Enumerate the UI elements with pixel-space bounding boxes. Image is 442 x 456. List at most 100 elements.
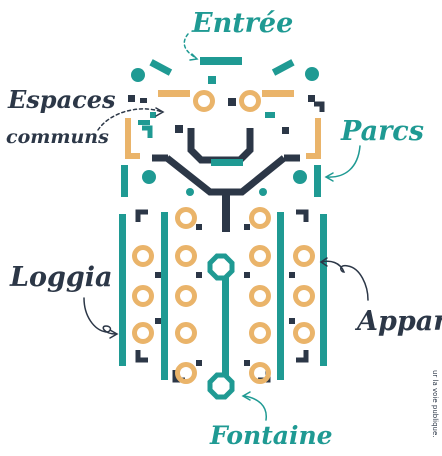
apartment-ring — [293, 285, 315, 307]
mark — [314, 101, 325, 112]
arrow-entree-head — [189, 53, 199, 61]
fountain-bottom — [207, 372, 235, 400]
mark — [196, 360, 202, 366]
mark — [282, 127, 289, 134]
fountain-spine — [207, 253, 235, 400]
mark — [244, 224, 250, 230]
side-note-wrap: ur la voie publique. — [430, 370, 440, 450]
mark — [140, 98, 147, 103]
top-balconies — [158, 90, 294, 106]
mark-teal — [150, 112, 156, 118]
mark — [289, 272, 295, 278]
fountain-top — [207, 253, 235, 281]
apartment-ring — [175, 322, 197, 344]
orange-brackets — [125, 118, 321, 159]
arrow-appart — [321, 260, 369, 301]
center-post — [228, 98, 236, 106]
entrance-door — [200, 57, 242, 65]
mark — [196, 272, 202, 278]
park-wall-right — [314, 165, 321, 197]
corner — [135, 209, 148, 222]
tree-park-right — [293, 170, 307, 184]
spine-top — [222, 190, 230, 232]
balcony-left — [158, 90, 190, 97]
arrow-fontaine-head — [241, 391, 251, 401]
hall-mark — [138, 120, 150, 125]
label-appart: Appart — [357, 306, 442, 337]
mark — [175, 125, 183, 133]
tree-top-left — [131, 68, 145, 82]
balcony-right — [262, 90, 294, 97]
fountain-line — [222, 270, 229, 380]
bracket-right — [306, 118, 321, 159]
label-fontaine: Fontaine — [210, 421, 333, 450]
ring-common-left — [193, 90, 215, 112]
common-space-rings — [193, 90, 261, 112]
mark — [244, 360, 250, 366]
tree-park-left — [142, 170, 156, 184]
wall-outer-right — [320, 214, 327, 366]
apartment-ring — [249, 362, 271, 384]
central-structure — [138, 120, 300, 232]
apartment-rings — [132, 207, 315, 384]
wall-inner-left — [161, 212, 168, 380]
apartment-ring — [249, 245, 271, 267]
apartment-ring — [132, 322, 154, 344]
apartment-ring — [249, 285, 271, 307]
annotation-arrows — [83, 33, 369, 421]
label-entree: Entrée — [192, 8, 294, 39]
mark — [155, 318, 161, 324]
apartment-ring — [175, 207, 197, 229]
mark — [128, 95, 135, 102]
label-espaces-line1: Espaces — [8, 85, 116, 114]
arrow-loggia — [83, 297, 117, 335]
arrow-espaces — [97, 108, 163, 131]
label-loggia: Loggia — [10, 262, 113, 293]
mark-teal — [142, 125, 153, 138]
wall-outer-left — [119, 214, 126, 366]
apartment-ring — [175, 285, 197, 307]
wall-inner-right — [277, 212, 284, 380]
entrance-diagonal-left — [149, 59, 173, 76]
mark — [308, 95, 315, 102]
corner — [296, 209, 309, 222]
arrow-fontaine — [243, 395, 267, 421]
arrow-parcs — [326, 145, 361, 178]
ring-common-right — [239, 90, 261, 112]
entrance-area — [131, 57, 319, 84]
apartment-ring — [132, 245, 154, 267]
arrow-espaces-head — [155, 107, 165, 117]
park-trees — [121, 165, 321, 197]
mark — [155, 272, 161, 278]
tree-small-left — [186, 188, 194, 196]
entrance-marker — [208, 76, 216, 84]
arrow-appart-head — [319, 257, 328, 267]
corner — [135, 350, 148, 363]
corner — [296, 350, 309, 363]
entrance-diagonal-right — [271, 59, 295, 76]
mark — [289, 318, 295, 324]
mark — [196, 224, 202, 230]
mark — [244, 272, 250, 278]
apartment-ring — [293, 245, 315, 267]
bracket-left — [125, 118, 140, 159]
mark-teal — [265, 112, 275, 118]
label-espaces-line2: communs — [6, 126, 109, 148]
apartment-ring — [175, 245, 197, 267]
tree-top-right — [305, 67, 319, 81]
arrow-parcs-head — [324, 172, 334, 182]
apartment-ring — [249, 207, 271, 229]
arrow-loggia-head — [109, 329, 119, 339]
outer-walls — [119, 212, 327, 380]
apartment-ring — [293, 322, 315, 344]
apartment-ring — [132, 285, 154, 307]
tree-small-right — [259, 188, 267, 196]
park-wall-left — [121, 165, 128, 197]
label-parcs: Parcs — [341, 116, 424, 147]
apartment-ring — [249, 322, 271, 344]
hall-door — [211, 159, 243, 166]
apartment-ring — [175, 362, 197, 384]
hall-u — [187, 128, 254, 164]
